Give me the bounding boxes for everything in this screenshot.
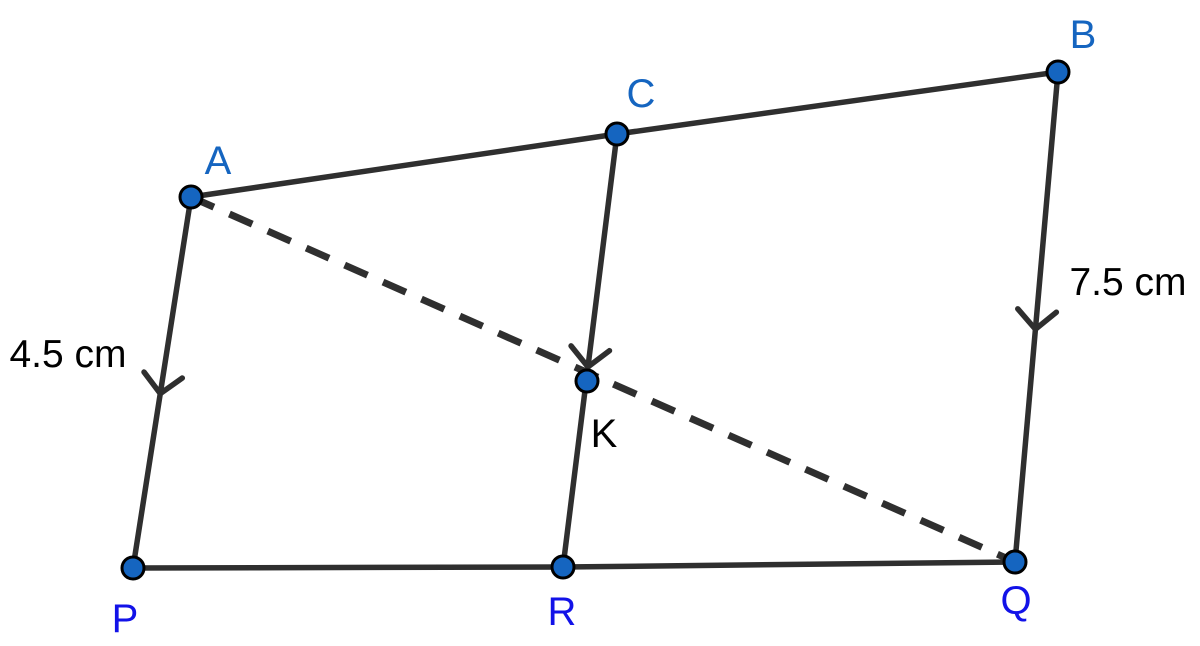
point-Q <box>1002 549 1028 575</box>
label-R: R <box>548 590 577 634</box>
point-P <box>120 555 146 581</box>
segment-AQ-dashed <box>189 193 1017 566</box>
point-B <box>1045 59 1071 85</box>
label-B: B <box>1070 13 1097 57</box>
segment-CR <box>560 131 620 570</box>
point-A <box>178 184 204 210</box>
segment-CB <box>614 69 1061 137</box>
label-A: A <box>205 139 232 183</box>
label-BQ-measure: 7.5 cm <box>1069 261 1186 304</box>
point-R <box>550 554 576 580</box>
parallel-arrow-icon-CR <box>568 343 613 370</box>
segment-RQ <box>560 559 1018 570</box>
label-AP-measure: 4.5 cm <box>9 333 126 376</box>
segment-AC <box>188 131 620 200</box>
label-P: P <box>112 597 139 641</box>
label-C: C <box>627 72 656 116</box>
segment-BQ <box>1012 69 1061 565</box>
label-Q: Q <box>1000 579 1031 623</box>
segment-AP <box>130 194 194 571</box>
point-K <box>574 368 600 394</box>
parallel-arrow-icon-AP <box>141 369 186 397</box>
parallel-arrow-icon-BQ <box>1015 306 1060 332</box>
point-C <box>604 121 630 147</box>
label-K: K <box>591 412 618 456</box>
segment-PR <box>130 564 566 571</box>
